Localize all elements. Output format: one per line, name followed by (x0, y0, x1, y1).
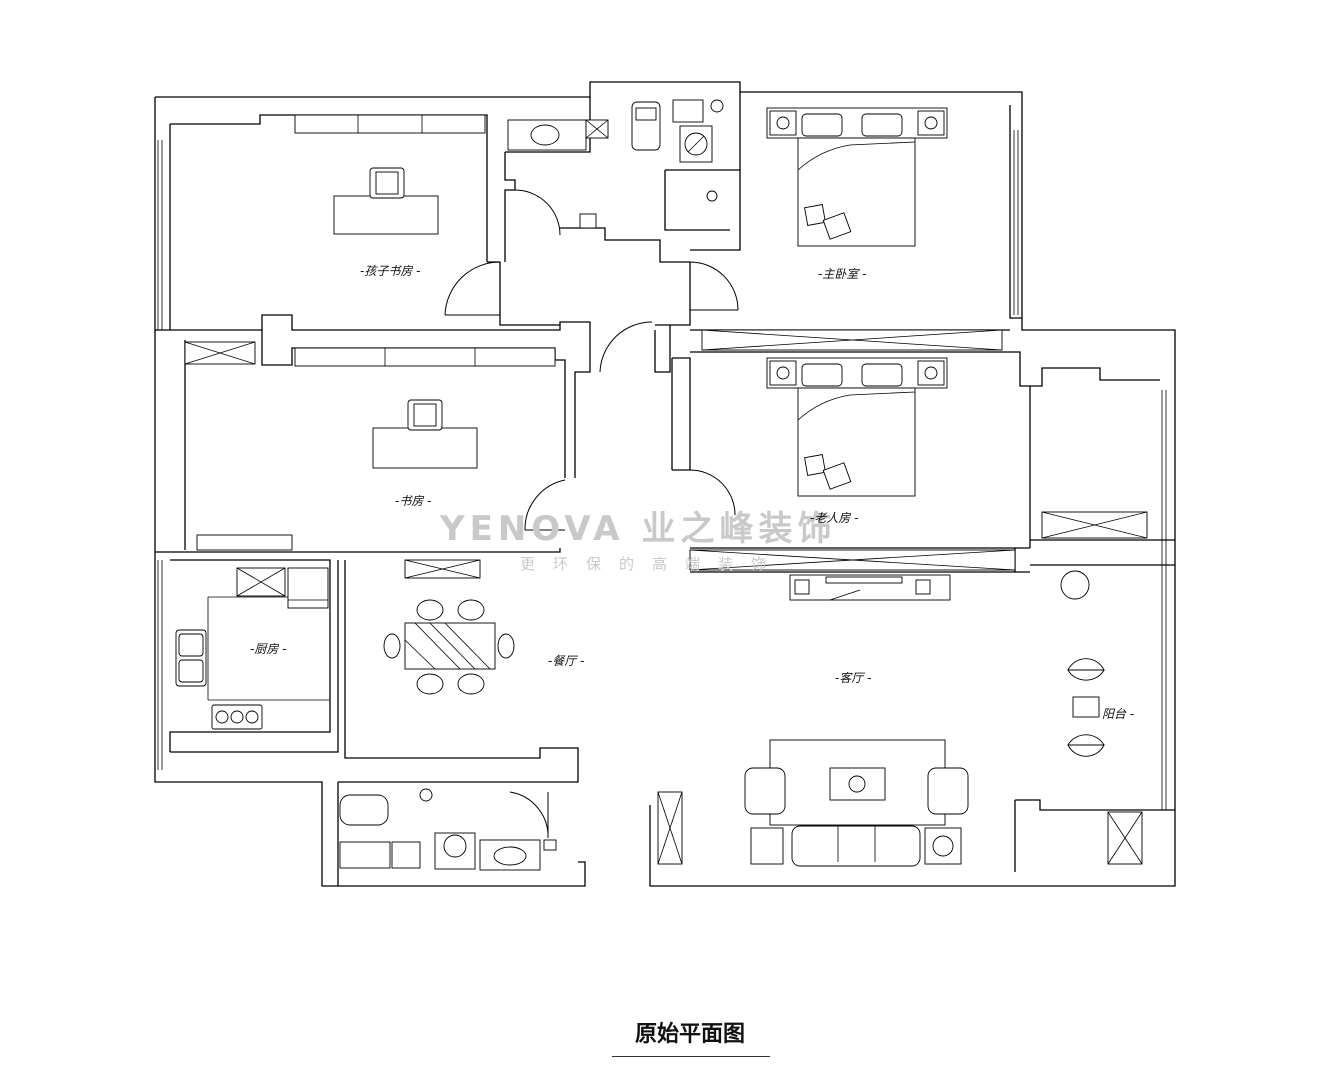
title-underline (612, 1056, 770, 1057)
balcony-furniture (1067, 658, 1105, 757)
outer-walls (154, 81, 1176, 887)
living-furniture (744, 570, 1090, 867)
beds (766, 107, 948, 497)
door-elder (689, 469, 736, 516)
plan-title: 原始平面图 (634, 1022, 745, 1047)
doors (444, 189, 739, 839)
label-living: -客厅 - (835, 671, 871, 685)
watermark: YENOVA 业之峰装饰 更环保的高端装饰 (439, 509, 836, 573)
label-master-bedroom: -主卧室 - (818, 267, 866, 281)
door-bath2 (509, 791, 549, 839)
label-dining: -餐厅 - (548, 654, 584, 668)
bottom-bath (339, 788, 557, 871)
door-master (689, 261, 739, 311)
desks (333, 167, 478, 469)
watermark-logo: YENOVA 业之峰装饰 (439, 509, 836, 549)
cabinets (184, 114, 1148, 865)
room-labels: -孩子书房 - -主卧室 - -书房 - -老人房 - -厨房 - -餐厅 - … (250, 264, 1134, 721)
dining-set (383, 599, 515, 695)
label-elder-room: -老人房 - (810, 511, 858, 525)
label-balcony: 阳台 - (1102, 707, 1134, 721)
label-kids-study: -孩子书房 - (360, 264, 420, 278)
watermark-tagline: 更环保的高端装饰 (520, 555, 784, 573)
kitchen-fixtures (175, 567, 330, 730)
door-bath (514, 189, 561, 236)
door-kids-study (444, 261, 501, 316)
bath-fixtures (507, 99, 724, 229)
door-study (524, 479, 566, 531)
label-study: -书房 - (395, 494, 431, 508)
label-kitchen: -厨房 - (250, 642, 286, 656)
door-hall (599, 321, 653, 373)
